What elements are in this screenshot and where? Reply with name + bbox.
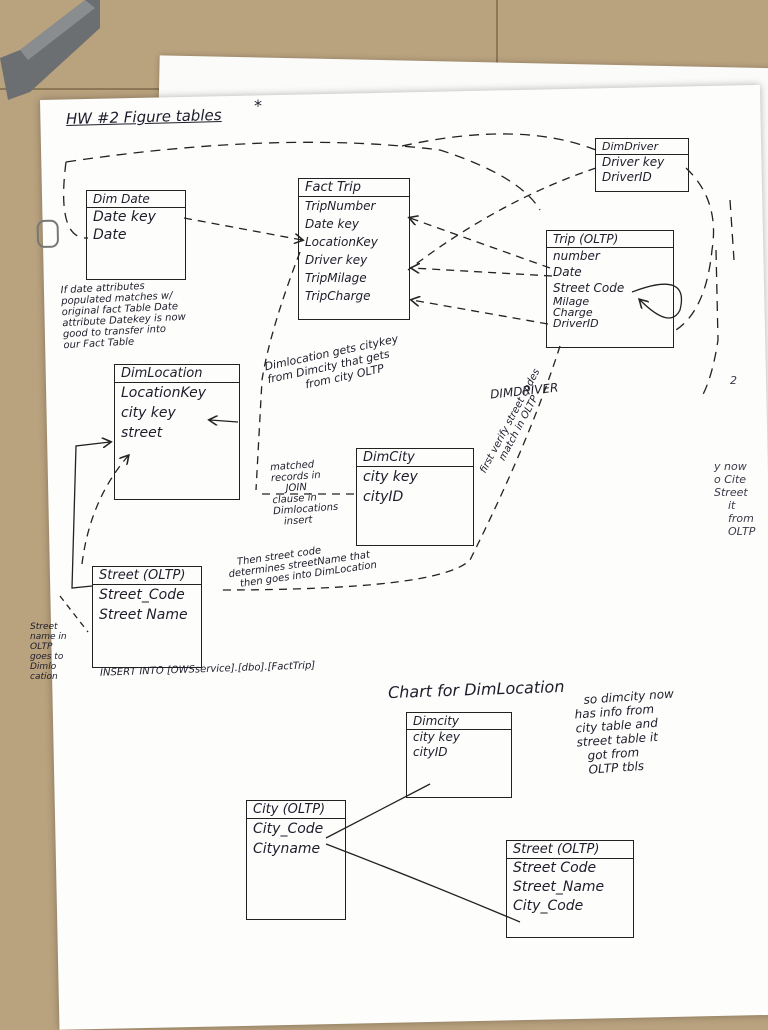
table-field: Charge — [553, 306, 593, 319]
table-field: Street_Code — [99, 587, 185, 603]
table-field: city key — [413, 730, 460, 744]
table-field: TripNumber — [305, 199, 376, 213]
table-field: Street Code — [513, 860, 597, 876]
table-field: city key — [121, 405, 176, 421]
note-line: y now — [714, 460, 747, 473]
note-line: OLTP — [728, 525, 756, 538]
table-field: Street_Name — [513, 879, 605, 895]
table-title: City (OLTP) — [247, 801, 345, 819]
dashed-loop-outer — [63, 141, 541, 239]
table-field: TripCharge — [305, 289, 371, 303]
table-field: cityID — [413, 745, 448, 759]
note-line: o Cite — [714, 473, 747, 486]
table-field: LocationKey — [121, 385, 207, 401]
table-title: Trip (OLTP) — [547, 231, 673, 248]
note-line: OLTP — [30, 642, 53, 652]
table-field: Street Code — [553, 281, 625, 295]
table-field: DriverID — [602, 170, 652, 184]
desk-seam — [496, 0, 498, 100]
city-code-to-dimcity-connector — [325, 783, 431, 839]
dashed-loop-top-right — [401, 133, 715, 331]
city-code-to-street-connector — [325, 843, 521, 923]
note-line: cation — [30, 672, 58, 682]
table-field: Street Name — [99, 607, 188, 623]
note-line: goes to — [30, 652, 64, 662]
table-facttrip: Fact Trip TripNumber Date key LocationKe… — [298, 178, 410, 320]
right-dashed-lines — [699, 199, 735, 401]
note-line: Dimlo — [30, 662, 57, 672]
asterisk-mark: * — [254, 96, 262, 115]
table-field: City_Code — [513, 898, 584, 914]
table-title: Fact Trip — [299, 179, 409, 197]
table-field: TripMilage — [305, 271, 367, 285]
table-title: Street (OLTP) — [93, 567, 201, 585]
table-field: Date — [93, 227, 127, 243]
street-name-connector — [59, 595, 89, 633]
street-name-note: Street name in OLTP goes to Dimlo cation — [30, 622, 67, 682]
street-code-loop — [631, 283, 682, 319]
driver-to-trip-connector — [407, 167, 597, 271]
trip-number-connector — [410, 218, 551, 269]
table-title: Dim Date — [87, 191, 185, 208]
note-line: name in — [30, 632, 67, 642]
pen-object — [0, 0, 100, 100]
table-field: City_Code — [253, 821, 324, 837]
table-field: Date key — [93, 209, 156, 225]
table-field: DriverID — [553, 317, 599, 330]
margin-mark: 2 — [730, 374, 737, 387]
table-field: Driver key — [602, 155, 665, 169]
date-to-datekey-connector — [183, 217, 302, 240]
table-field: Cityname — [253, 841, 321, 857]
table-dimdriver: DimDriver Driver key DriverID — [595, 138, 689, 192]
table-title: DimDriver — [596, 139, 688, 155]
table-dimdate: Dim Date Date key Date — [86, 190, 186, 280]
street-to-dimlocation-dashed — [81, 456, 128, 565]
table-title: Street (OLTP) — [507, 841, 633, 859]
table-city-oltp: City (OLTP) City_Code Cityname — [246, 800, 346, 920]
location-key-connector — [255, 251, 301, 491]
table-title: DimCity — [357, 449, 473, 467]
table-field: number — [553, 249, 600, 263]
table-dimcity: DimCity city key cityID — [356, 448, 474, 546]
table-dimcity-chart: Dimcity city key cityID — [406, 712, 512, 798]
table-title: DimLocation — [115, 365, 239, 383]
table-field: street — [121, 425, 163, 441]
table-street-oltp: Street (OLTP) Street_Code Street Name — [92, 566, 202, 668]
street-code-to-street-connector — [210, 420, 239, 422]
street-to-dimlocation-solid — [71, 442, 110, 589]
table-field: Milage — [553, 295, 590, 308]
note-line: it — [728, 499, 736, 512]
note-line: Street — [714, 486, 748, 499]
trip-milage-connector — [412, 300, 549, 325]
table-field: Driver key — [305, 253, 368, 267]
table-trip-oltp: Trip (OLTP) number Date Street Code Mila… — [546, 230, 674, 348]
table-field: Date — [553, 265, 582, 279]
verify-street-codes-connector — [219, 345, 561, 591]
desk-seam-horizontal — [0, 88, 160, 90]
table-street-oltp-chart: Street (OLTP) Street Code Street_Name Ci… — [506, 840, 634, 938]
table-dimlocation: DimLocation LocationKey city key street — [114, 364, 240, 500]
table-field: city key — [363, 469, 418, 485]
trip-driver-connector — [412, 268, 553, 277]
note-line: from — [728, 512, 754, 525]
table-field: cityID — [363, 489, 404, 505]
back-page-note: y now o Cite Street it from OLTP — [714, 460, 755, 538]
table-title: Dimcity — [407, 713, 511, 730]
table-field: Date key — [305, 217, 359, 231]
note-line: Street — [30, 622, 58, 632]
table-field: LocationKey — [305, 235, 378, 249]
